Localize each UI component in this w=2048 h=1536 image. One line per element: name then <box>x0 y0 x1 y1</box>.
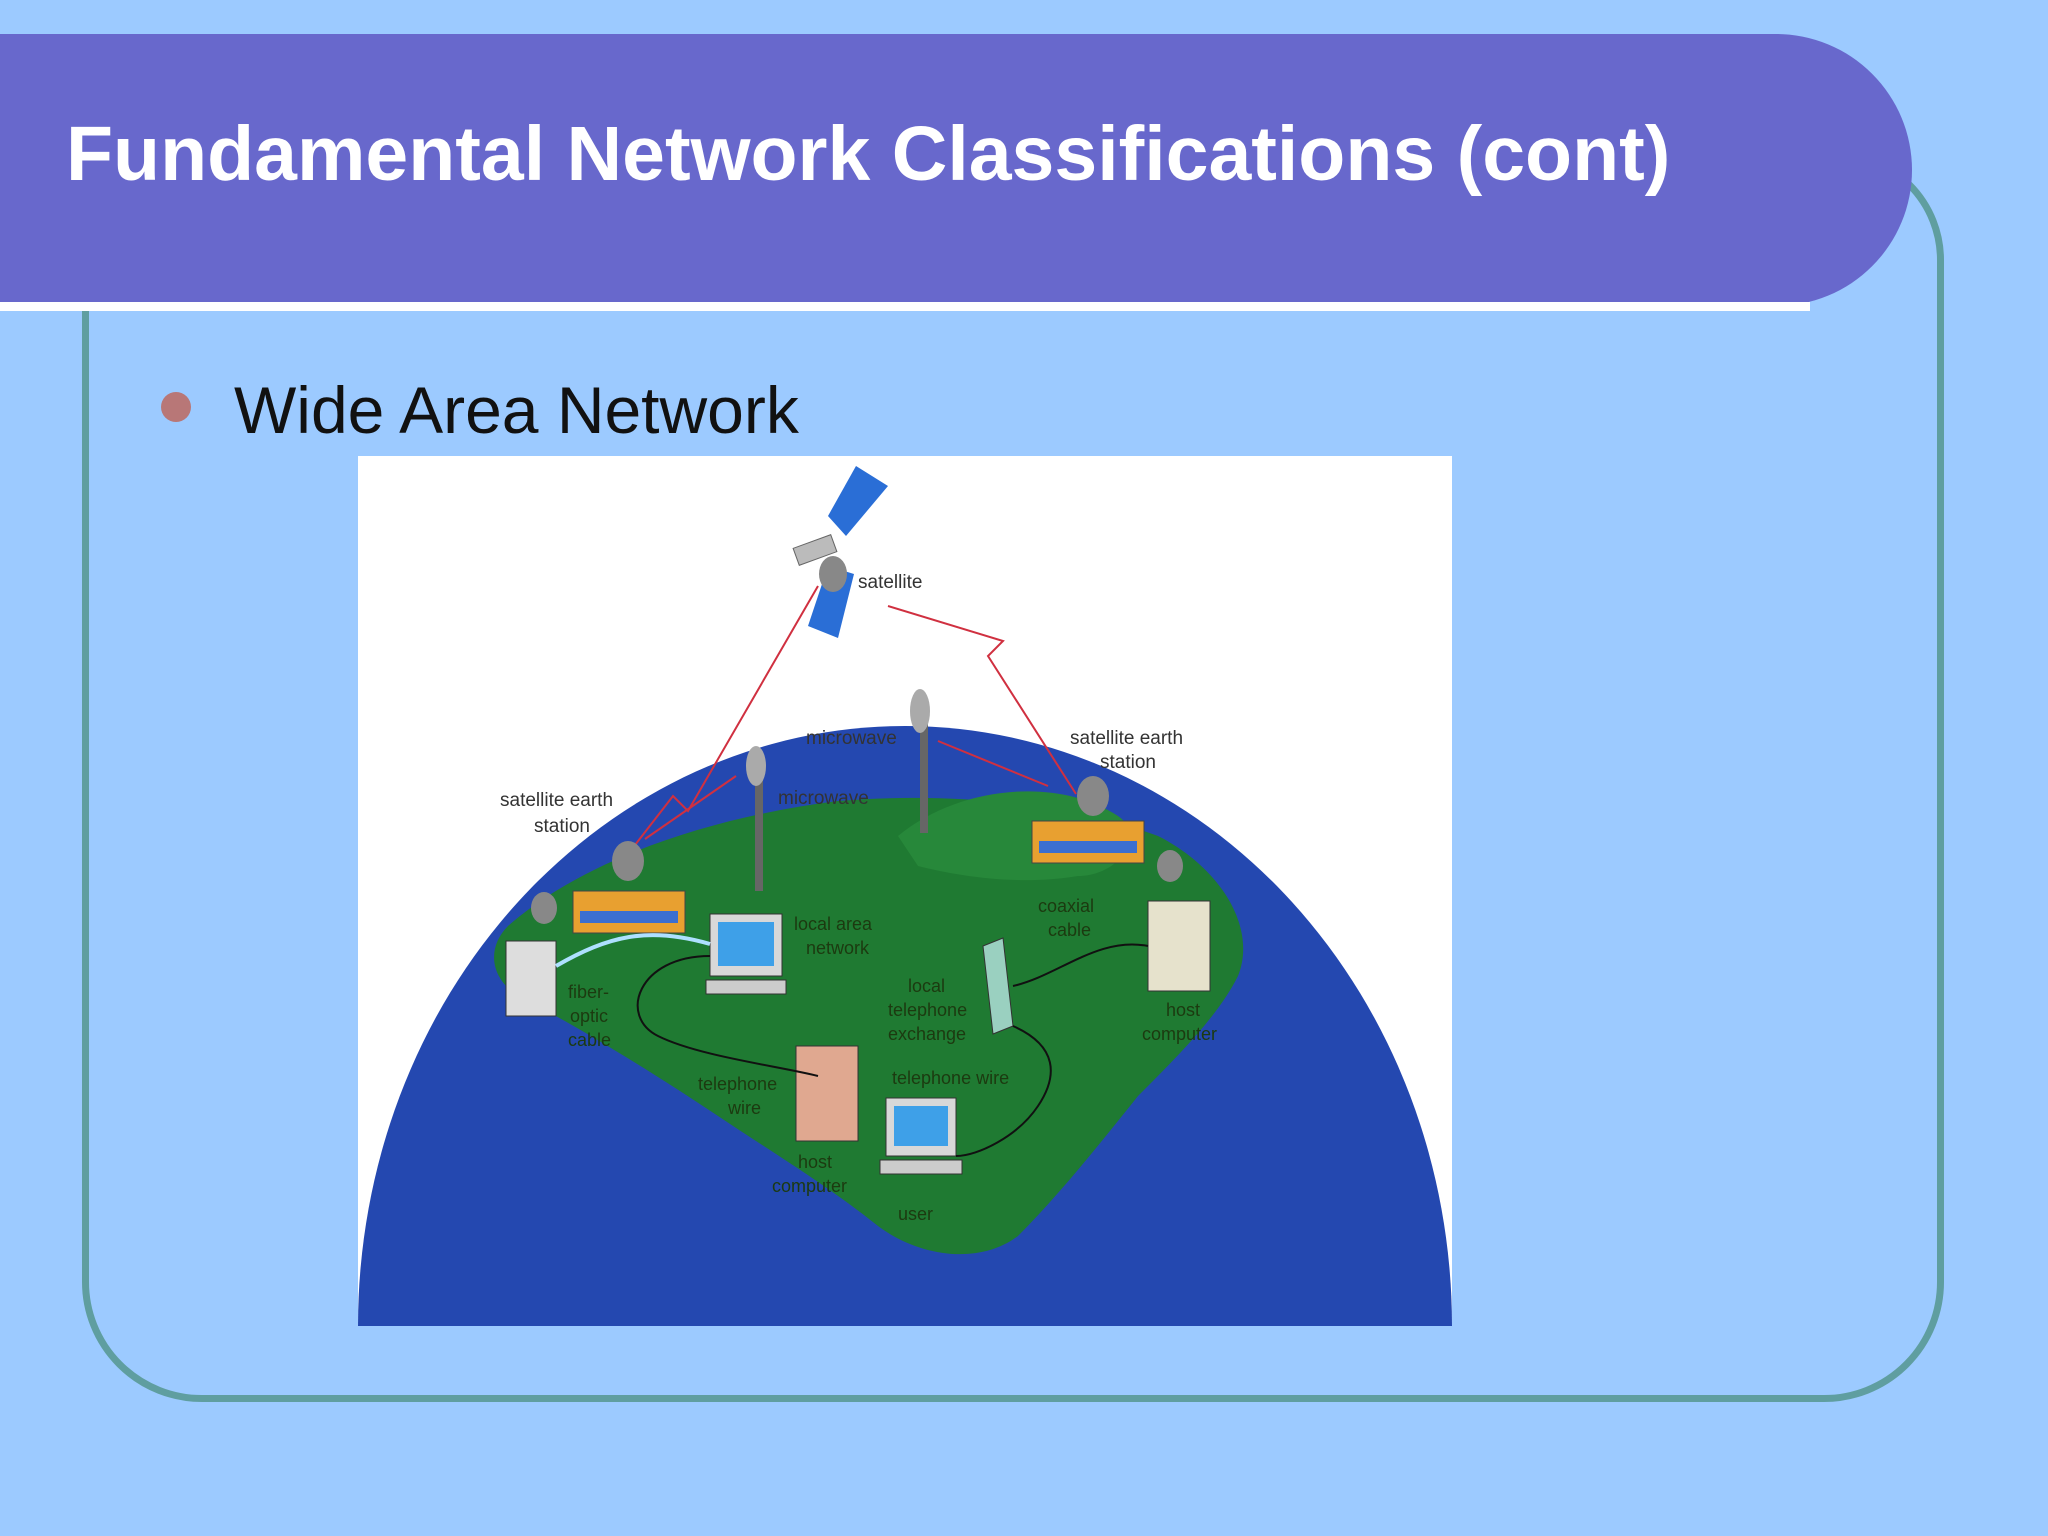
telephone-wire-right <box>955 1025 1052 1157</box>
host-computer-bottom-icon <box>795 1045 859 1142</box>
label-host-bottom-2: computer <box>772 1176 847 1196</box>
host-computer-right-icon <box>1147 900 1211 992</box>
signal-left <box>627 585 819 855</box>
microwave-tower-left-icon <box>746 746 766 891</box>
title-bar <box>0 34 1912 311</box>
label-telephone-wire-right: telephone wire <box>892 1068 1009 1088</box>
slide-title: Fundamental Network Classifications (con… <box>66 111 1671 197</box>
lan-computer-icon <box>705 913 787 995</box>
label-microwave-left: microwave <box>778 788 869 809</box>
fiber-cable <box>555 933 711 968</box>
microwave-tower-right-icon <box>910 689 930 833</box>
label-host-right-1: host <box>1166 1000 1200 1020</box>
label-fiber-1: fiber- <box>568 982 609 1002</box>
label-user: user <box>898 1204 933 1224</box>
label-earth-station-left-1: satellite earth <box>500 790 613 811</box>
label-earth-station-left-2: station <box>534 816 590 837</box>
label-fiber-2: optic <box>570 1006 608 1026</box>
user-computer-icon <box>879 1097 963 1175</box>
label-host-bottom-1: host <box>798 1152 832 1172</box>
label-telephone-wire-left-2: wire <box>727 1098 761 1118</box>
signal-microwave-left <box>644 775 737 840</box>
signal-microwave-right <box>937 740 1049 787</box>
label-earth-station-right-2: station <box>1100 752 1156 773</box>
label-satellite: satellite <box>858 572 922 593</box>
earth-station-right-icon <box>1031 776 1183 882</box>
telephone-wire-left <box>636 955 819 1077</box>
bullet-wan: Wide Area Network <box>234 373 799 447</box>
server-left-icon <box>505 892 557 1017</box>
coaxial-cable <box>1012 943 1149 987</box>
wan-diagram: satellite microwave microwave satellite … <box>358 456 1452 1326</box>
label-earth-station-right-1: satellite earth <box>1070 728 1183 749</box>
label-coaxial-1: coaxial <box>1038 896 1094 916</box>
label-fiber-3: cable <box>568 1030 611 1050</box>
label-coaxial-2: cable <box>1048 920 1091 940</box>
wan-diagram-svg: satellite microwave microwave satellite … <box>358 466 1452 1326</box>
label-lan-1: local area <box>794 914 873 934</box>
satellite-icon <box>792 466 888 638</box>
earth-station-left-icon <box>572 841 686 934</box>
signal-right <box>887 605 1077 795</box>
label-exchange-2: telephone <box>888 1000 967 1020</box>
label-exchange-1: local <box>908 976 945 996</box>
label-exchange-3: exchange <box>888 1024 966 1044</box>
title-underline <box>0 302 1810 311</box>
label-host-right-2: computer <box>1142 1024 1217 1044</box>
label-lan-2: network <box>806 938 870 958</box>
bullet-dot <box>161 392 191 422</box>
label-microwave-top: microwave <box>806 728 897 749</box>
label-telephone-wire-left-1: telephone <box>698 1074 777 1094</box>
